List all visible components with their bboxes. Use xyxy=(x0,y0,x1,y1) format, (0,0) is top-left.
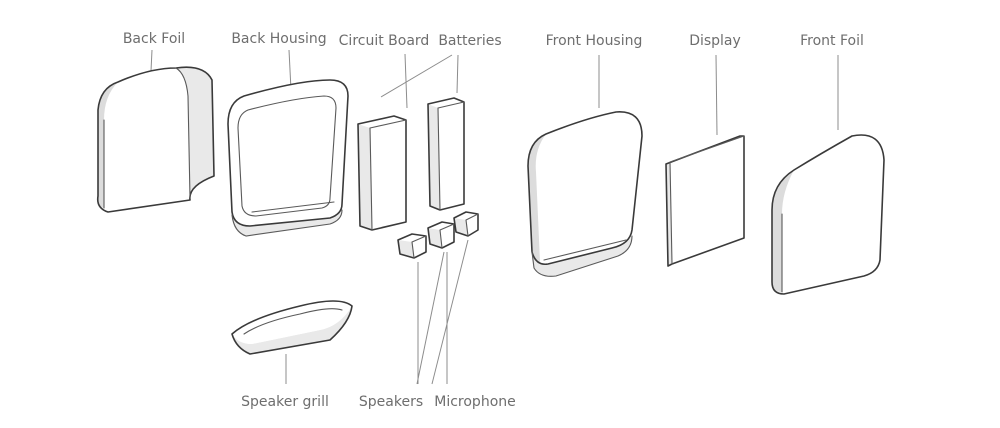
display-part xyxy=(666,136,744,266)
leader-back-foil xyxy=(151,50,152,71)
leader-batteries-1 xyxy=(381,55,452,97)
label-display: Display xyxy=(689,33,741,49)
back-foil-part xyxy=(98,67,214,212)
label-front-housing: Front Housing xyxy=(546,33,643,49)
microphone-cube xyxy=(454,212,478,236)
label-back-housing: Back Housing xyxy=(231,31,326,47)
leader-circuit-board xyxy=(405,54,407,108)
leader-display xyxy=(716,55,717,135)
label-batteries: Batteries xyxy=(438,33,501,49)
back-housing-part xyxy=(228,80,348,236)
label-microphone: Microphone xyxy=(434,394,516,410)
speaker-grill-part xyxy=(232,301,352,354)
speaker-cube-1 xyxy=(398,234,426,258)
label-front-foil: Front Foil xyxy=(800,33,864,49)
label-speaker-grill: Speaker grill xyxy=(241,394,329,410)
leader-speakers-2 xyxy=(417,252,444,384)
leader-microphone-2 xyxy=(432,240,468,384)
label-speakers: Speakers xyxy=(359,394,423,410)
front-housing-part xyxy=(528,112,642,276)
front-foil-part xyxy=(772,135,884,294)
label-back-foil: Back Foil xyxy=(123,31,185,47)
circuit-board-part xyxy=(358,116,406,230)
speaker-cube-2 xyxy=(428,222,454,248)
batteries-part xyxy=(428,98,464,210)
label-circuit-board: Circuit Board xyxy=(339,33,430,49)
leader-batteries-2 xyxy=(457,55,458,93)
